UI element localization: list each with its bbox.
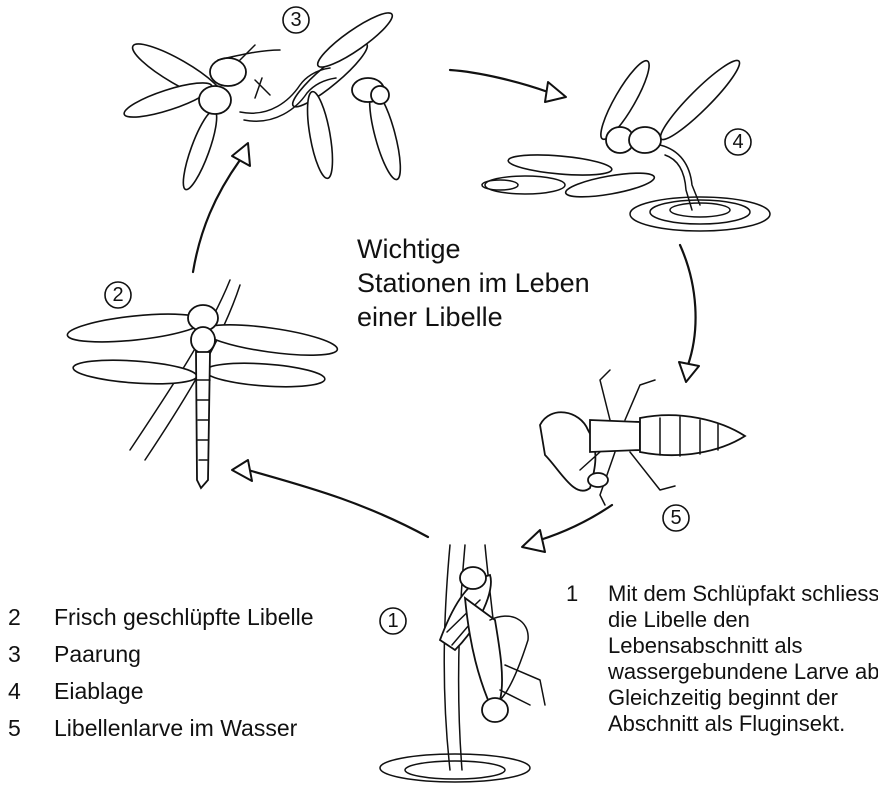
dragonfly-emerging: [380, 545, 545, 782]
arrow-5-to-1: [540, 505, 612, 540]
legend-number: 2: [8, 604, 54, 630]
arrow-2-to-3: [193, 160, 240, 272]
svg-text:4: 4: [732, 131, 743, 153]
legend-text: Libellenlarve im Wasser: [54, 715, 354, 741]
legend-item: 5 Libellenlarve im Wasser: [8, 715, 354, 741]
dragonfly-freshly-hatched: [66, 280, 339, 488]
arrow-3-to-4: [450, 70, 548, 92]
legend-number: 4: [8, 678, 54, 704]
note-text: Mit dem Schlüpfakt schliesst die Libelle…: [608, 581, 878, 737]
title-line-3: einer Libelle: [357, 300, 590, 334]
stage-legend: 2 Frisch geschlüpfte Libelle 3 Paarung 4…: [8, 604, 354, 752]
legend-item: 4 Eiablage: [8, 678, 354, 704]
arrow-1-to-2: [248, 470, 428, 537]
title-line-2: Stationen im Leben: [357, 266, 590, 300]
legend-item: 3 Paarung: [8, 641, 354, 667]
dragonfly-pair-mating: [121, 6, 406, 193]
arrow-4-to-5: [680, 245, 696, 365]
note-number: 1: [566, 581, 608, 737]
stage-number-5: 5: [663, 505, 689, 531]
legend-text: Paarung: [54, 641, 354, 667]
legend-text: Eiablage: [54, 678, 354, 704]
title-line-1: Wichtige: [357, 232, 590, 266]
legend-item: 2 Frisch geschlüpfte Libelle: [8, 604, 354, 630]
stage-number-2: 2: [105, 282, 131, 308]
svg-text:3: 3: [290, 9, 301, 31]
legend-number: 5: [8, 715, 54, 741]
diagram-title: Wichtige Stationen im Leben einer Libell…: [357, 232, 590, 334]
stage-number-4: 4: [725, 129, 751, 155]
stage-number-1: 1: [380, 608, 406, 634]
legend-number: 3: [8, 641, 54, 667]
dragonfly-larva: [540, 370, 745, 505]
svg-text:1: 1: [387, 610, 398, 632]
svg-text:5: 5: [670, 507, 681, 529]
svg-text:2: 2: [112, 284, 123, 306]
emergence-note: 1 Mit dem Schlüpfakt schliesst die Libel…: [566, 581, 878, 737]
stage-number-3: 3: [283, 7, 309, 33]
legend-text: Frisch geschlüpfte Libelle: [54, 604, 354, 630]
